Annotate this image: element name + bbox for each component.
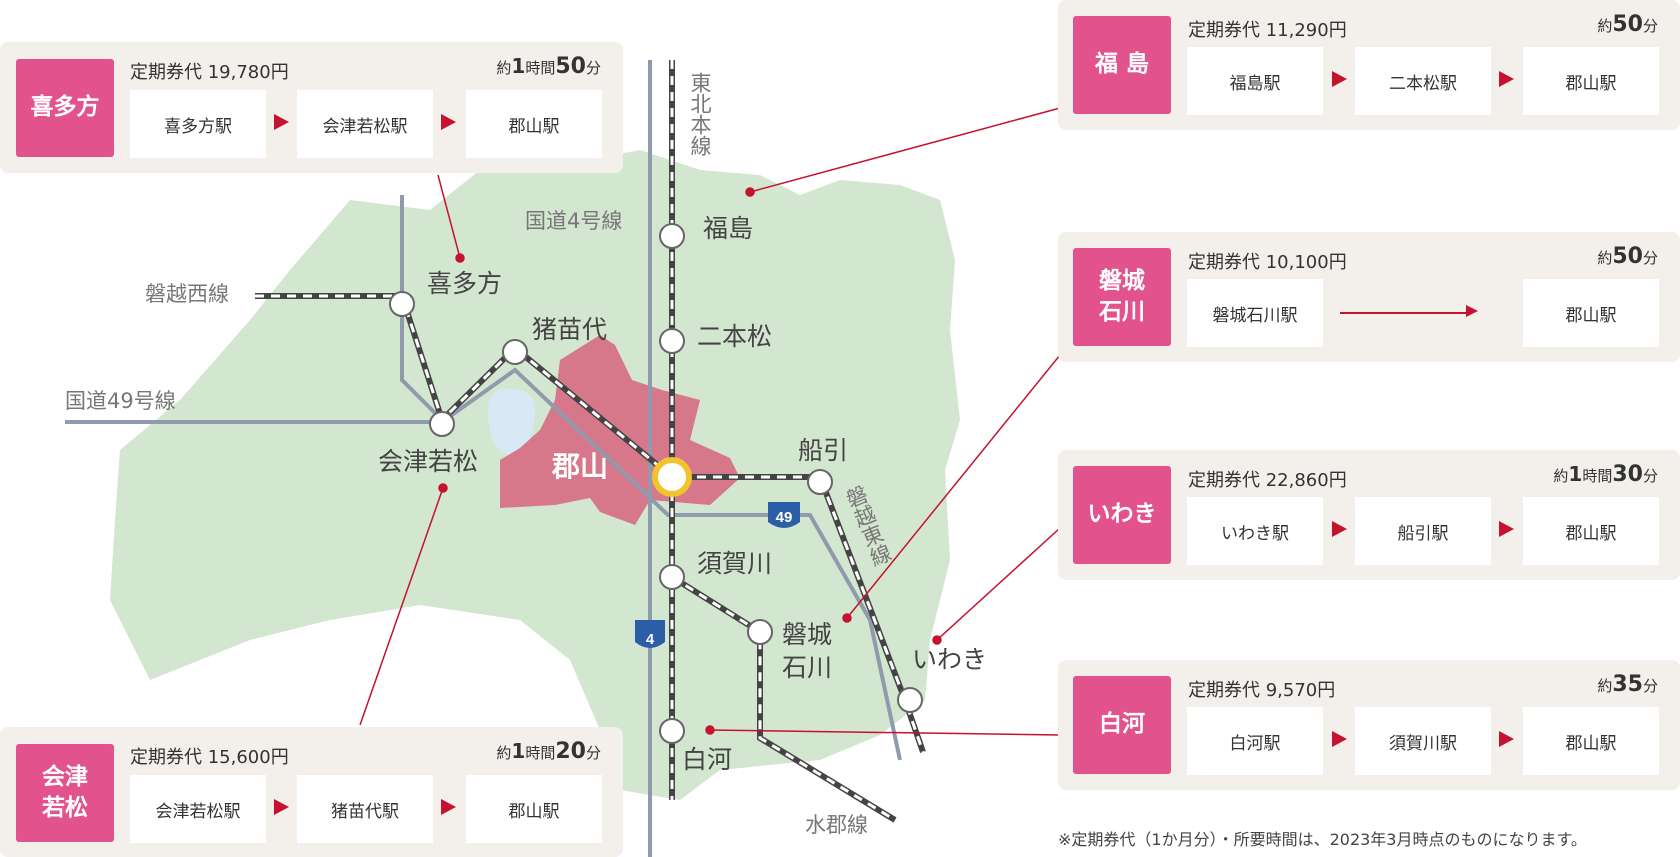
card-fare: 定期券代 19,780円 — [130, 62, 289, 83]
card-travel-time: 約1時間20分 — [496, 739, 601, 764]
route-station: 須賀川駅 — [1355, 707, 1491, 775]
arrow-icon — [441, 799, 456, 815]
route-card-iwaki: いわき 定期券代 22,860円 約1時間30分 いわき駅 船引駅 郡山駅 — [1058, 450, 1680, 580]
route49-shield: 49 — [768, 502, 800, 528]
route-station: 船引駅 — [1355, 497, 1491, 565]
station-label-kitakata: 喜多方 — [427, 269, 502, 298]
station-label-aizuwakamatsu: 会津若松 — [378, 447, 478, 476]
route-station: 磐城石川駅 — [1187, 279, 1323, 347]
card-badge: 福 島 — [1073, 16, 1171, 114]
arrow-icon — [1332, 731, 1347, 747]
banetsu-west-line-label: 磐越西線 — [145, 282, 229, 306]
arrow-icon — [1499, 731, 1514, 747]
card-badge: 喜多方 — [16, 59, 114, 157]
card-travel-time: 約50分 — [1597, 12, 1658, 37]
station-label-fukushima: 福島 — [703, 214, 753, 243]
card-travel-time: 約1時間30分 — [1553, 462, 1658, 487]
svg-text:4: 4 — [646, 631, 655, 648]
station-label-nihonmatsu: 二本松 — [697, 322, 772, 351]
station-marker-fukushima — [659, 223, 685, 249]
route-card-ishikawa: 磐城 石川 定期券代 10,100円 約50分 磐城石川駅 郡山駅 — [1058, 232, 1680, 362]
station-label-shirakawa: 白河 — [682, 745, 732, 774]
tohoku-line-label: 東北本線 — [688, 72, 712, 156]
station-marker-funehiki — [807, 469, 833, 495]
route-station: 二本松駅 — [1355, 47, 1491, 115]
route-station: 郡山駅 — [1523, 707, 1659, 775]
route-station: 会津若松駅 — [297, 90, 433, 158]
station-label-ishikawa: 磐城石川 — [782, 620, 832, 682]
lake-inawashiro — [487, 388, 536, 455]
arrow-icon — [441, 114, 456, 130]
suigun-line-label: 水郡線 — [805, 813, 868, 837]
route-station: 福島駅 — [1187, 47, 1323, 115]
route-station: 会津若松駅 — [130, 775, 266, 843]
banetsu-west-road-branch — [400, 338, 444, 422]
station-marker-aizuwakamatsu — [429, 411, 455, 437]
station-label-sukagawa: 須賀川 — [697, 549, 772, 578]
station-marker-nihonmatsu — [659, 328, 685, 354]
svg-text:49: 49 — [776, 509, 793, 526]
route-station: いわき駅 — [1187, 497, 1323, 565]
route-station: 郡山駅 — [1523, 47, 1659, 115]
route-station: 郡山駅 — [466, 90, 602, 158]
station-marker-kitakata — [389, 291, 415, 317]
card-fare: 定期券代 15,600円 — [130, 747, 289, 768]
station-label-inawashiro: 猪苗代 — [532, 315, 607, 344]
card-travel-time: 約35分 — [1597, 672, 1658, 697]
route-station: 郡山駅 — [1523, 497, 1659, 565]
station-marker-sukagawa — [659, 564, 685, 590]
leader-lines — [359, 107, 1061, 736]
card-badge: 白河 — [1073, 676, 1171, 774]
arrow-icon — [274, 799, 289, 815]
card-travel-time: 約50分 — [1597, 244, 1658, 269]
route-card-aizuwakamatsu: 会津 若松 定期券代 15,600円 約1時間20分 会津若松駅 猪苗代駅 郡山… — [0, 727, 623, 857]
card-badge: いわき — [1073, 466, 1171, 564]
station-marker-inawashiro — [502, 339, 528, 365]
arrow-icon — [1332, 71, 1347, 87]
station-marker-koriyama — [652, 457, 692, 497]
station-label-iwaki: いわき — [912, 645, 987, 674]
arrow-icon — [274, 114, 289, 130]
station-marker-ishikawa — [747, 619, 773, 645]
arrow-icon — [1332, 521, 1347, 537]
arrow-icon — [1499, 71, 1514, 87]
card-fare: 定期券代 11,290円 — [1188, 20, 1347, 41]
route-card-fukushima: 福 島 定期券代 11,290円 約50分 福島駅 二本松駅 郡山駅 — [1058, 0, 1680, 130]
card-travel-time: 約1時間50分 — [496, 54, 601, 79]
route-station: 喜多方駅 — [130, 90, 266, 158]
route-station: 猪苗代駅 — [297, 775, 433, 843]
route-card-kitakata: 喜多方 定期券代 19,780円 約1時間50分 喜多方駅 会津若松駅 郡山駅 — [0, 42, 623, 173]
station-label-koriyama: 郡山 — [551, 450, 608, 483]
card-badge: 磐城 石川 — [1073, 248, 1171, 346]
route-station: 白河駅 — [1187, 707, 1323, 775]
route-card-shirakawa: 白河 定期券代 9,570円 約35分 白河駅 須賀川駅 郡山駅 — [1058, 660, 1680, 790]
card-badge: 会津 若松 — [16, 744, 114, 842]
footnote: ※定期券代（1か月分）・所要時間は、2023年3月時点のものになります。 — [1058, 830, 1587, 849]
card-fare: 定期券代 9,570円 — [1188, 680, 1336, 701]
station-marker-iwaki — [897, 687, 923, 713]
route-station: 郡山駅 — [1523, 279, 1659, 347]
arrow-icon — [1466, 305, 1478, 317]
route49-label: 国道49号線 — [65, 389, 176, 413]
arrow-icon — [1499, 521, 1514, 537]
route4-label: 国道4号線 — [525, 209, 622, 233]
route-station: 郡山駅 — [466, 775, 602, 843]
card-fare: 定期券代 10,100円 — [1188, 252, 1347, 273]
railways — [255, 60, 926, 823]
station-marker-shirakawa — [659, 718, 685, 744]
route4-shield: 4 — [635, 620, 665, 648]
station-label-funehiki: 船引 — [798, 436, 848, 465]
station-markers — [389, 223, 923, 744]
long-arrow-icon — [1340, 312, 1468, 314]
card-fare: 定期券代 22,860円 — [1188, 470, 1347, 491]
